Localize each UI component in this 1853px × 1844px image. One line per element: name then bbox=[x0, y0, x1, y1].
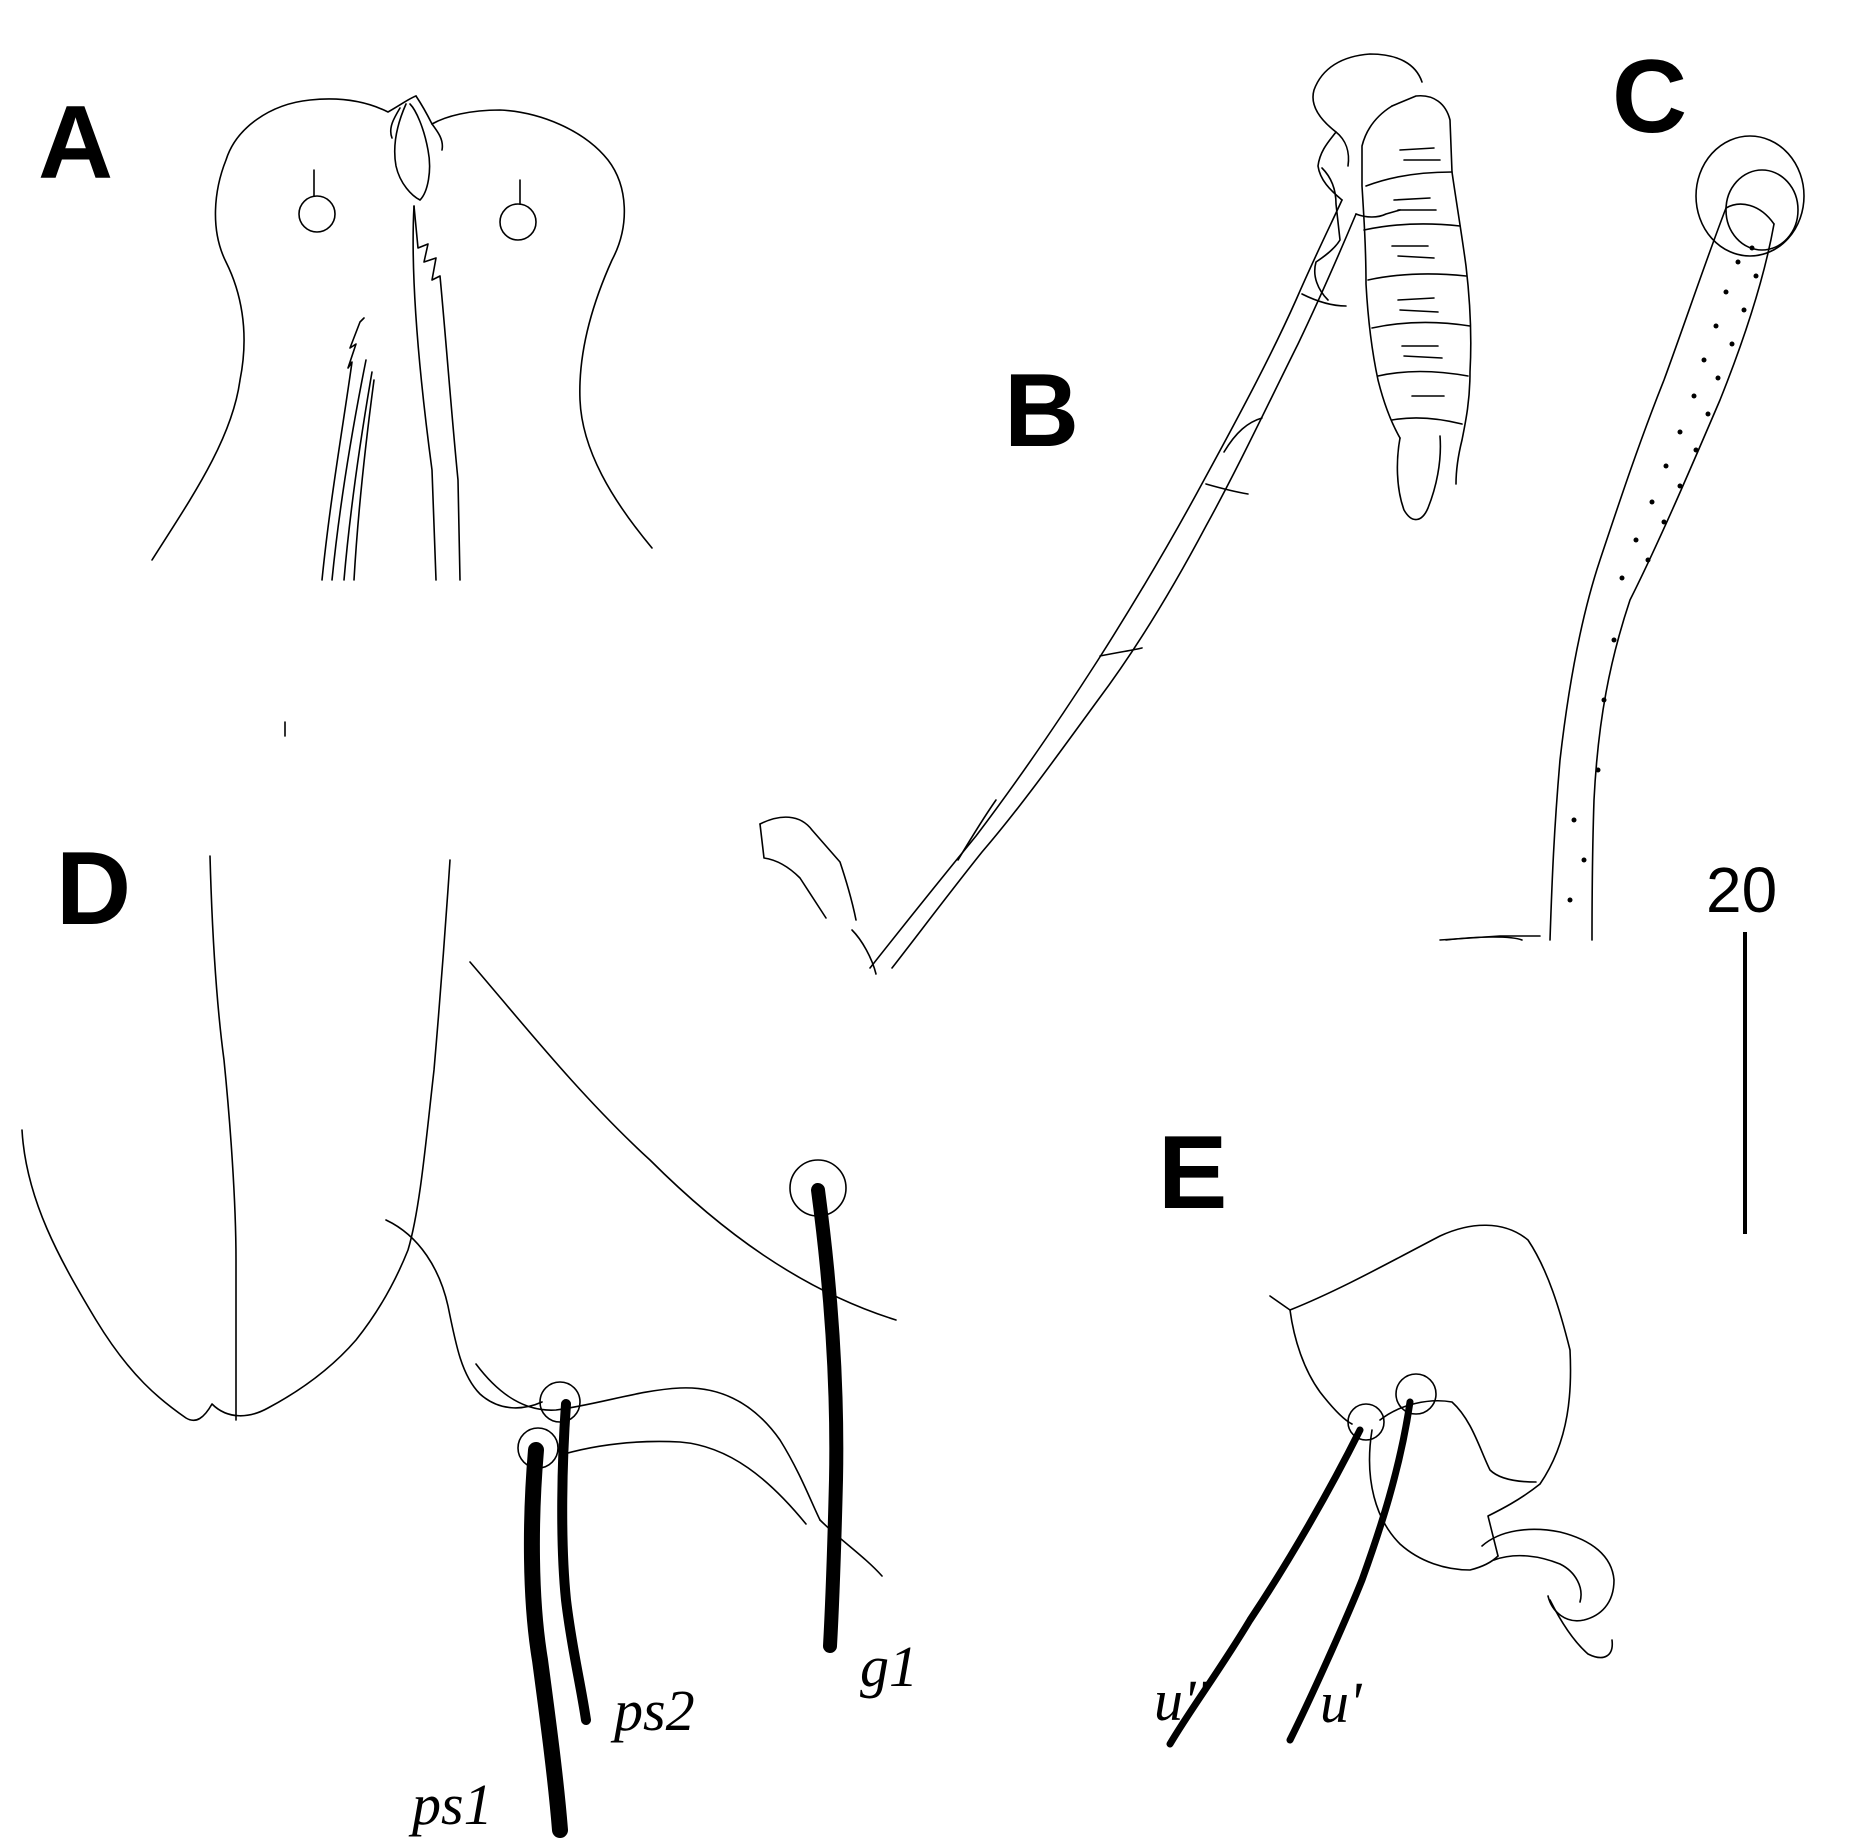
panel-e-drawing: E u'' u' bbox=[1154, 1115, 1615, 1748]
label-ps2: ps2 bbox=[610, 1678, 695, 1743]
panel-b-drawing: B bbox=[759, 53, 1472, 975]
panel-e-label: E bbox=[1158, 1115, 1227, 1231]
label-u-double-prime: u'' bbox=[1154, 1668, 1209, 1733]
label-u-prime: u' bbox=[1320, 1670, 1363, 1735]
seta-ps2 bbox=[557, 1399, 591, 1725]
seta-ps1 bbox=[523, 1442, 568, 1838]
label-ps1: ps1 bbox=[408, 1772, 493, 1837]
panel-c-label: C bbox=[1612, 39, 1687, 155]
panel-b-label: B bbox=[1004, 353, 1079, 469]
panel-d-label: D bbox=[56, 831, 131, 947]
panel-a-label: A bbox=[38, 85, 113, 201]
label-g1: g1 bbox=[860, 1634, 918, 1699]
seta-u-double-prime bbox=[1166, 1426, 1364, 1748]
scale-bar-label: 20 bbox=[1706, 854, 1777, 926]
sensillum-spicules bbox=[1567, 245, 1759, 903]
scale-bar: 20 bbox=[1706, 854, 1777, 1234]
seta-g1 bbox=[811, 1183, 844, 1653]
panel-a-drawing: A bbox=[38, 85, 653, 737]
seta-u-prime bbox=[1286, 1398, 1414, 1744]
panel-d-drawing: D g1 ps2 ps1 bbox=[21, 831, 918, 1838]
panel-c-drawing: C bbox=[1439, 39, 1805, 941]
